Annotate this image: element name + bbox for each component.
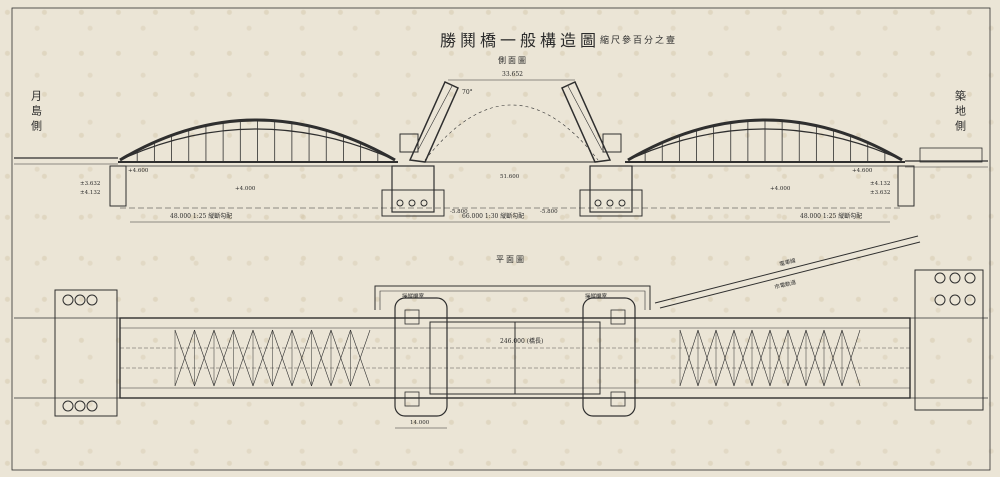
right-building (919, 147, 983, 163)
left-arch-truss (118, 118, 398, 167)
lattice-brace (679, 329, 699, 387)
bearing-label-right: 操縦機室 (585, 292, 608, 300)
right-pier (579, 133, 643, 217)
lattice-brace (174, 329, 195, 387)
left-lattice-bracing (174, 329, 371, 387)
lattice-brace (252, 329, 273, 387)
plan-view-label: 平面圖 (496, 255, 526, 264)
level-low-3: +4.000 (235, 186, 256, 192)
lattice-brace (350, 329, 371, 387)
left-abutment-plan (54, 289, 118, 417)
road-label-1: 電車線 (779, 256, 797, 268)
lattice-brace (769, 329, 789, 387)
gradient-right: 48.000 1:25 縦斷勾配 (800, 212, 862, 220)
total-length: 246.000 (橋長) (500, 337, 543, 345)
level-right-3: +4.600 (852, 168, 873, 174)
lattice-brace (697, 329, 717, 387)
bottom-width-value: 14.000 (410, 420, 430, 426)
plan-view: 246.000 (橋長) 操縦機室 操縦機室 電車線 市電軌道 (14, 235, 988, 429)
level-left-2: ±4.132 (80, 190, 100, 196)
left-side-label: 月島側 (30, 90, 43, 135)
level-low-2: -5.800 (540, 209, 558, 215)
lattice-brace (841, 329, 861, 387)
lattice-brace (787, 329, 807, 387)
left-abutment (109, 165, 127, 207)
left-bascule-leaf (408, 81, 459, 163)
lattice-brace (823, 329, 843, 387)
lattice-brace (233, 329, 254, 387)
level-low-1: -5.800 (450, 209, 468, 215)
level-right-1: ±4.132 (870, 181, 890, 187)
arch-span-value: 33.652 (502, 71, 523, 78)
section-view-label: 側面圖 (498, 55, 528, 65)
leaf-swing-arc (424, 104, 599, 161)
lattice-brace (805, 329, 825, 387)
elevation-view: 33.652 70° ±3.632 ±4.132 +4.600 ±4.132 ±… (14, 71, 988, 223)
right-pier-plan (582, 297, 636, 417)
right-arch-truss (625, 118, 905, 167)
right-abutment (897, 165, 915, 207)
right-side-label: 築地側 (954, 89, 967, 135)
tram-line-diagonal (654, 235, 919, 304)
right-lattice-bracing (679, 329, 861, 387)
right-abutment-plan (914, 269, 984, 411)
deck-outline (119, 317, 911, 399)
level-right-2: ±3.632 (870, 190, 890, 196)
level-left-1: ±3.632 (80, 181, 100, 187)
road-label-2: 市電軌道 (774, 278, 798, 291)
drawing-title: 勝鬨橋一般構造圖 (440, 31, 600, 50)
tram-line-diagonal-2 (659, 241, 921, 309)
sheet-border (11, 7, 991, 471)
lattice-brace (733, 329, 753, 387)
lattice-brace (194, 329, 215, 387)
right-bascule-leaf (561, 81, 612, 163)
gradient-center: 66.000 1:30 縦斷勾配 (462, 212, 524, 220)
gradient-left: 48.000 1:25 縦斷勾配 (170, 212, 232, 220)
level-low-4: +4.000 (770, 186, 791, 192)
lattice-brace (291, 329, 312, 387)
lattice-brace (751, 329, 771, 387)
center-span-value: 51.600 (500, 174, 520, 180)
left-pier (381, 133, 445, 217)
lattice-brace (213, 329, 234, 387)
operator-passage (374, 285, 651, 310)
level-left-3: +4.600 (128, 168, 149, 174)
scale-note: 縮尺參百分之壹 (600, 34, 677, 46)
angle-note: 70° (462, 89, 473, 96)
lattice-brace (330, 329, 351, 387)
bearing-label-left: 操縦機室 (402, 292, 425, 300)
lattice-brace (272, 329, 293, 387)
lattice-brace (311, 329, 332, 387)
lattice-brace (715, 329, 735, 387)
left-pier-plan (394, 297, 448, 417)
